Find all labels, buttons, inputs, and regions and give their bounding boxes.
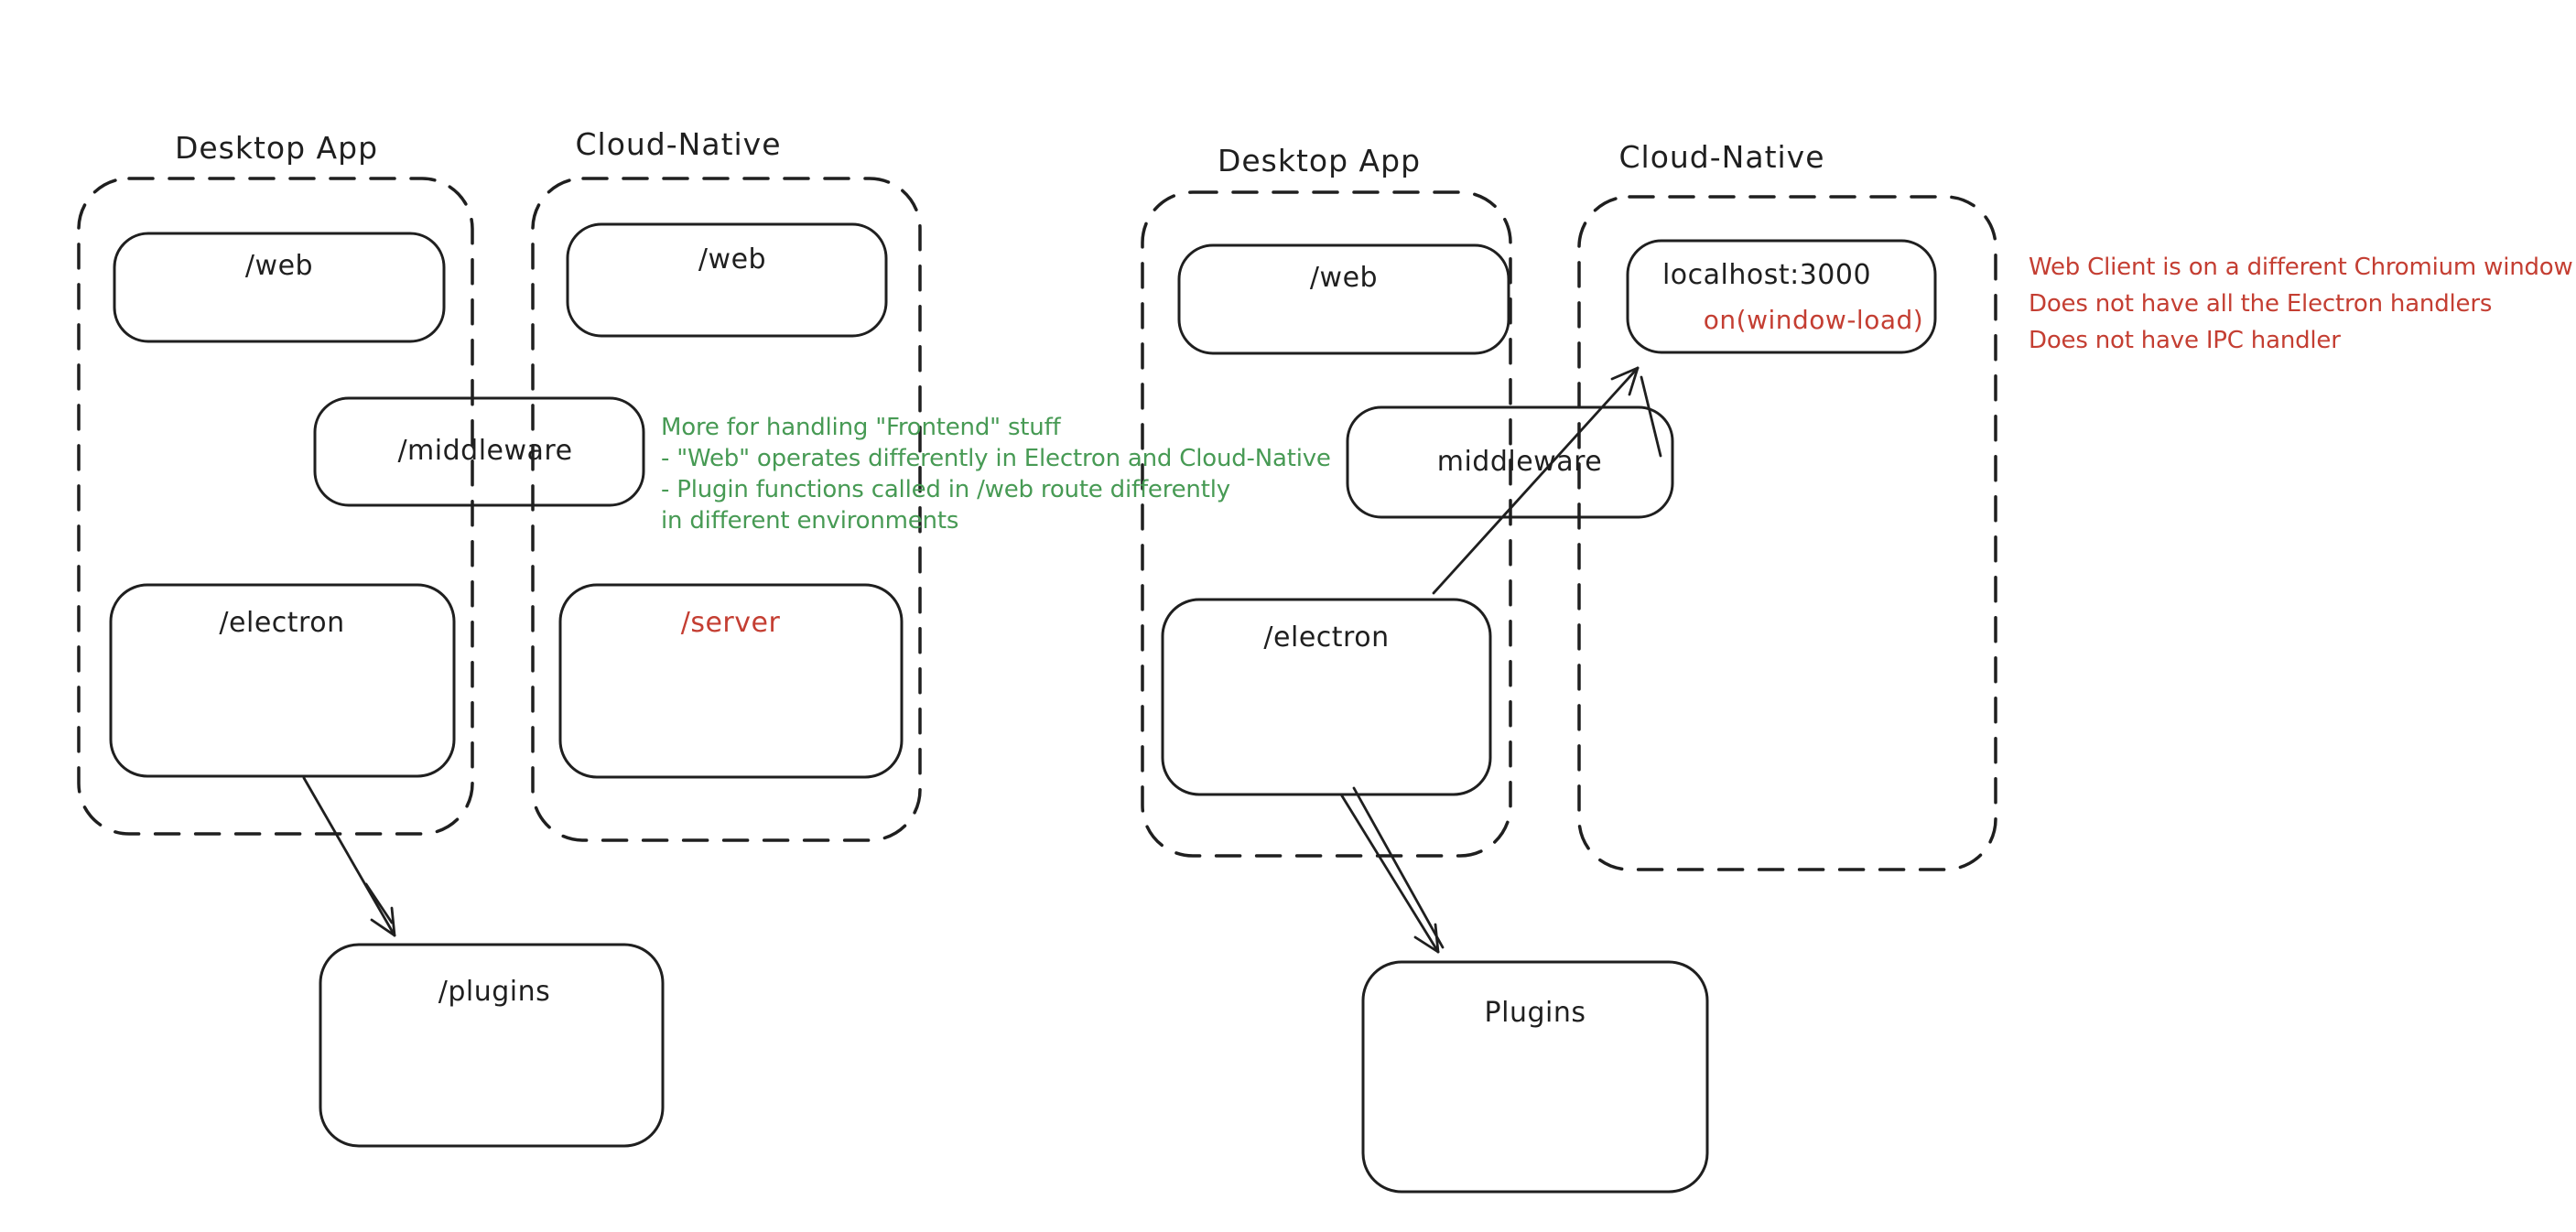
left-web-label: /web xyxy=(244,250,314,282)
right-cloud-container xyxy=(1577,195,1997,871)
localhost-label: localhost:3000 xyxy=(1661,259,1872,291)
right-electron-label: /electron xyxy=(1263,621,1390,654)
red-note-line-2: Does not have all the Electron handlers xyxy=(2029,290,2493,318)
green-note-line-2: - "Web" operates differently in Electron… xyxy=(661,445,1331,472)
arrow-electron-to-plugins-right xyxy=(1339,786,1445,954)
left-server-label: /server xyxy=(680,607,781,639)
red-note-line-3: Does not have IPC handler xyxy=(2029,327,2341,354)
left-cloud-web-box xyxy=(566,222,888,338)
right-middleware-label: middleware xyxy=(1436,446,1603,478)
right-web-box xyxy=(1177,243,1510,355)
left-electron-box xyxy=(109,583,456,778)
right-plugins-box xyxy=(1361,960,1709,1194)
arrow-electron-to-localhost xyxy=(1432,366,1662,595)
right-desktop-container xyxy=(1141,190,1512,858)
left-electron-label: /electron xyxy=(219,607,345,639)
red-note: Web Client is on a different Chromium wi… xyxy=(2029,249,2573,359)
left-middleware-box xyxy=(313,396,645,507)
left-web-box xyxy=(113,232,446,343)
on-window-load-label: on(window-load) xyxy=(1703,305,1924,335)
left-desktop-title: Desktop App xyxy=(174,130,379,166)
red-note-line-1: Web Client is on a different Chromium wi… xyxy=(2029,254,2573,281)
green-note-line-1: More for handling "Frontend" stuff xyxy=(661,414,1061,441)
right-desktop-title: Desktop App xyxy=(1217,143,1422,178)
green-note-line-3: - Plugin functions called in /web route … xyxy=(661,476,1230,503)
left-cloud-title: Cloud-Native xyxy=(575,126,782,162)
right-web-label: /web xyxy=(1309,262,1379,294)
left-plugins-box xyxy=(319,943,665,1148)
arrow-electron-to-plugins-left xyxy=(302,776,396,937)
right-plugins-label: Plugins xyxy=(1484,997,1586,1029)
right-middleware-box xyxy=(1346,405,1674,519)
localhost-box xyxy=(1626,239,1937,354)
left-middleware-label: /middleware xyxy=(397,435,573,467)
left-cloud-container xyxy=(531,177,922,842)
left-server-box xyxy=(558,583,904,779)
green-note-line-4: in different environments xyxy=(661,507,959,535)
left-plugins-label: /plugins xyxy=(438,976,551,1008)
left-cloud-web-label: /web xyxy=(698,243,767,276)
right-electron-box xyxy=(1161,598,1492,796)
right-cloud-title: Cloud-Native xyxy=(1618,139,1825,175)
green-note: More for handling "Frontend" stuff - "We… xyxy=(661,412,1331,536)
